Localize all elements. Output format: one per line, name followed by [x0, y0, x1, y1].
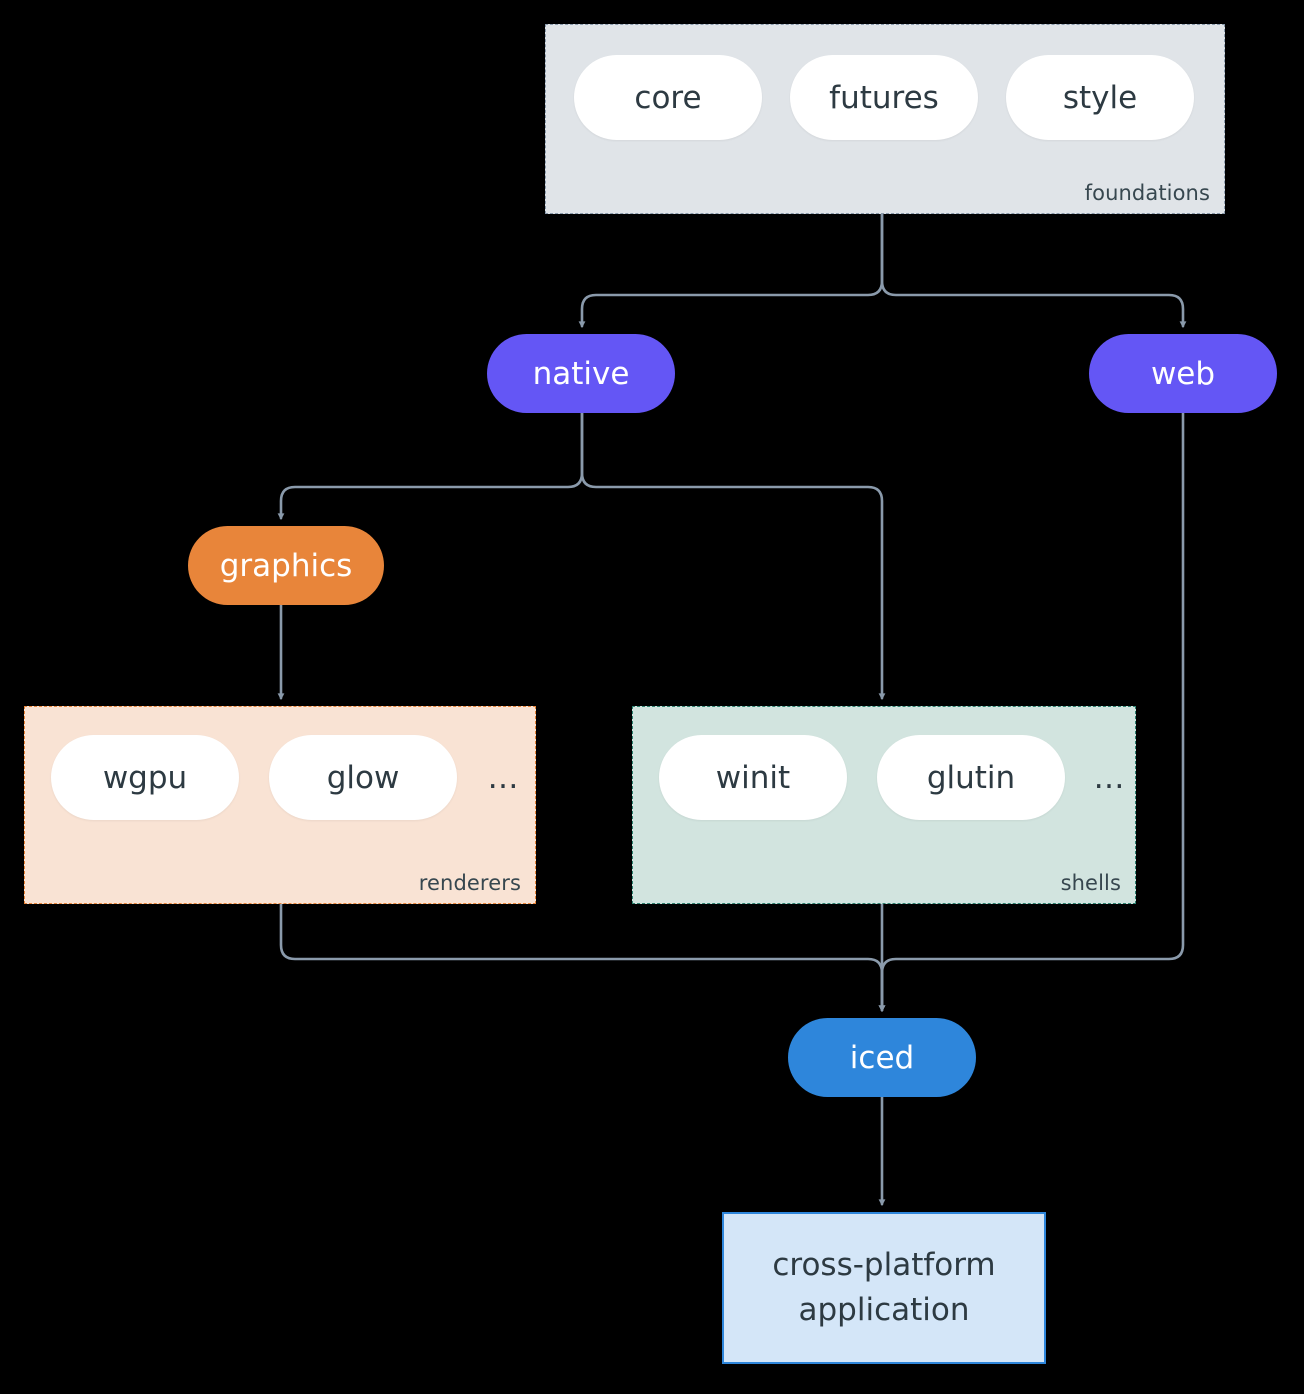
chip-glutin[interactable]: glutin [877, 735, 1065, 820]
chip-wgpu-label: wgpu [102, 759, 188, 796]
node-cross-platform-application[interactable]: cross-platform application [722, 1212, 1046, 1364]
edge-web-iced [878, 411, 1185, 1013]
chip-glutin-label: glutin [926, 759, 1016, 796]
cluster-foundations-label: foundations [1084, 181, 1210, 205]
chip-futures[interactable]: futures [790, 55, 978, 140]
node-application-line1: cross-platform [772, 1247, 996, 1284]
node-native[interactable]: native [487, 334, 675, 413]
chip-core-label: core [634, 79, 702, 116]
cluster-foundations: core futures style foundations [545, 24, 1225, 214]
chip-futures-label: futures [829, 79, 939, 116]
edge-native-graphics [277, 411, 584, 521]
node-application-line2: application [798, 1292, 970, 1328]
chip-style[interactable]: style [1006, 55, 1194, 140]
node-web[interactable]: web [1089, 334, 1277, 413]
edge-foundations-native [578, 212, 884, 329]
cluster-shells: winit glutin … shells [632, 706, 1136, 904]
node-graphics-label: graphics [219, 547, 353, 584]
node-iced-label: iced [849, 1039, 915, 1076]
node-graphics[interactable]: graphics [188, 526, 384, 605]
node-web-label: web [1150, 355, 1216, 392]
shells-more-label: … [1093, 759, 1125, 796]
edge-foundations-web [880, 212, 1187, 329]
chip-style-label: style [1062, 79, 1138, 116]
edge-renderers-iced [279, 902, 886, 1013]
edge-native-shells [580, 411, 886, 701]
cluster-renderers: wgpu glow … renderers [24, 706, 536, 904]
chip-glow-label: glow [326, 759, 400, 796]
cluster-renderers-label: renderers [418, 871, 521, 895]
chip-winit-label: winit [715, 759, 791, 796]
cluster-shells-label: shells [1060, 871, 1121, 895]
chip-wgpu[interactable]: wgpu [51, 735, 239, 820]
renderers-more-indicator: … [477, 735, 529, 820]
chip-winit[interactable]: winit [659, 735, 847, 820]
chip-glow[interactable]: glow [269, 735, 457, 820]
node-native-label: native [532, 355, 630, 392]
shells-more-indicator: … [1083, 735, 1135, 820]
chip-core[interactable]: core [574, 55, 762, 140]
node-iced[interactable]: iced [788, 1018, 976, 1097]
renderers-more-label: … [487, 759, 519, 796]
